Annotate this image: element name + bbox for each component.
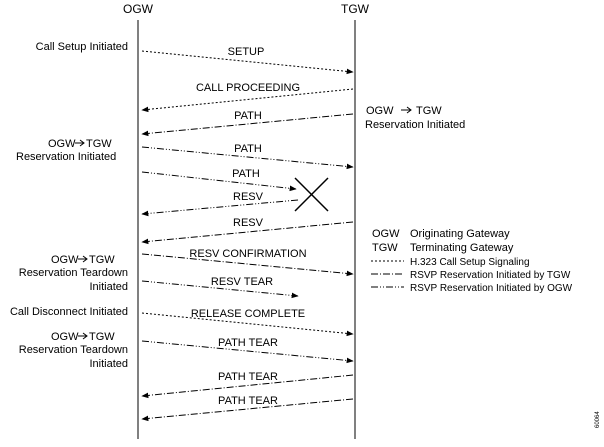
right-arrow-icon <box>78 255 88 263</box>
ogw-header: OGW <box>123 2 154 16</box>
svg-text:OGW: OGW <box>366 105 394 117</box>
path-3-arrow <box>141 171 297 192</box>
path-1-label: PATH <box>234 110 262 122</box>
path-tear-3-arrow <box>141 398 354 422</box>
svg-text:Reservation Teardown: Reservation Teardown <box>19 344 128 356</box>
svg-text:TGW: TGW <box>86 138 112 150</box>
path-tear-2-label: PATH TEAR <box>218 371 278 383</box>
lost-message-x-icon <box>294 177 329 212</box>
path-2-arrow <box>141 146 354 170</box>
resv-2-label: RESV <box>233 217 264 229</box>
svg-text:TGW: TGW <box>89 254 115 266</box>
call-proceeding-arrow <box>141 88 354 113</box>
note-call-setup: Call Setup Initiated <box>36 41 128 53</box>
legend: OGW Originating Gateway TGW Terminating … <box>371 228 573 294</box>
resv-confirmation-label: RESV CONFIRMATION <box>189 248 306 260</box>
path-3-label: PATH <box>232 168 260 180</box>
legend-tgw-desc: Terminating Gateway <box>410 242 514 254</box>
path-1-arrow <box>141 113 354 137</box>
release-complete-label: RELEASE COMPLETE <box>191 308 305 320</box>
tgw-header: TGW <box>341 2 370 16</box>
legend-tgw-abbr: TGW <box>372 242 398 254</box>
svg-text:Reservation Initiated: Reservation Initiated <box>16 151 116 163</box>
svg-text:TGW: TGW <box>416 105 442 117</box>
legend-ogw-desc: Originating Gateway <box>410 228 510 240</box>
resv-2-arrow <box>141 221 354 245</box>
setup-label: SETUP <box>228 46 265 58</box>
path-tear-1-label: PATH TEAR <box>218 337 278 349</box>
svg-text:Initiated: Initiated <box>89 358 128 370</box>
legend-rsvp-tgw-label: RSVP Reservation Initiated by TGW <box>410 270 571 281</box>
resv-tear-arrow <box>141 280 299 299</box>
resv-confirmation-arrow <box>141 253 354 277</box>
right-arrow-icon <box>78 332 88 340</box>
note-ogw-tgw-teardown-2: OGW TGW Reservation Teardown Initiated <box>19 331 128 370</box>
resv-1-label: RESV <box>233 191 264 203</box>
svg-text:Reservation Initiated: Reservation Initiated <box>365 119 465 131</box>
note-call-disconnect: Call Disconnect Initiated <box>10 306 128 318</box>
right-arrow-icon <box>75 139 85 147</box>
legend-ogw-abbr: OGW <box>372 228 400 240</box>
svg-text:OGW: OGW <box>51 254 79 266</box>
svg-text:OGW: OGW <box>48 138 76 150</box>
release-complete-arrow <box>141 312 354 337</box>
note-ogw-tgw-reservation-1: OGW TGW Reservation Initiated <box>16 138 116 163</box>
call-proceeding-label: CALL PROCEEDING <box>196 82 300 94</box>
note-ogw-tgw-teardown-1: OGW TGW Reservation Teardown Initiated <box>19 254 128 293</box>
svg-text:TGW: TGW <box>89 331 115 343</box>
svg-text:Initiated: Initiated <box>89 281 128 293</box>
resv-1-arrow <box>141 199 299 217</box>
note-ogw-tgw-reservation-2: OGW TGW Reservation Initiated <box>365 105 465 131</box>
path-tear-3-label: PATH TEAR <box>218 395 278 407</box>
right-arrow-icon <box>401 106 412 114</box>
svg-text:Reservation Teardown: Reservation Teardown <box>19 267 128 279</box>
svg-text:OGW: OGW <box>51 331 79 343</box>
resv-tear-label: RESV TEAR <box>211 276 273 288</box>
path-tear-1-arrow <box>141 340 354 364</box>
legend-h323-label: H.323 Call Setup Signaling <box>410 257 530 268</box>
path-2-label: PATH <box>234 143 262 155</box>
legend-rsvp-ogw-label: RSVP Reservation Initiated by OGW <box>410 283 573 294</box>
setup-arrow <box>141 50 354 75</box>
figure-id: 60064 <box>595 411 601 428</box>
